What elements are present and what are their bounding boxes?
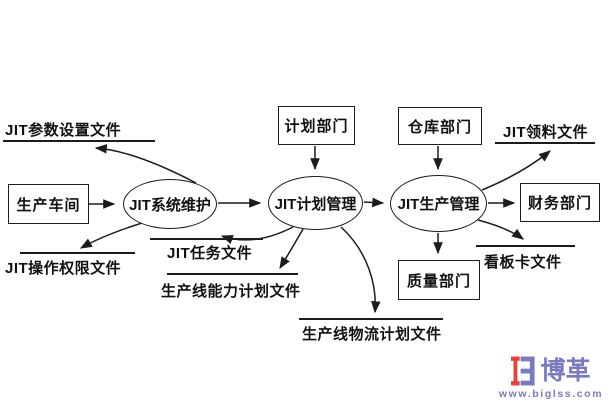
datastore-line-tasks: [150, 238, 263, 240]
process-jit-plan-management: JIT计划管理: [268, 176, 363, 230]
datastore-label-tasks: JIT任务文件: [167, 245, 253, 262]
datastore-label-kanban: 看板卡文件: [484, 254, 562, 271]
datastore-line-logistics: [299, 318, 443, 320]
datastore-label-permissions: JIT操作权限文件: [5, 260, 122, 277]
datastore-label-logistics: 生产线物流计划文件: [302, 326, 442, 343]
watermark: 博革 www.biglss.com: [492, 356, 610, 408]
datastore-line-params: [3, 140, 155, 142]
entity-planning-dept: 计划部门: [278, 106, 355, 145]
arrow-production-to-picking: [481, 150, 551, 191]
watermark-brand-text: 博革: [540, 356, 591, 385]
entity-quality-dept: 质量部门: [398, 260, 480, 300]
watermark-url-text: www.biglss.com: [498, 388, 604, 400]
biglss-logo-icon: [511, 356, 536, 386]
entity-workshop: 生产车间: [8, 184, 89, 224]
datastore-line-capacity: [167, 273, 298, 275]
entity-finance-dept: 财务部门: [520, 183, 600, 222]
arrow-planmgmt-to-logistics: [340, 226, 381, 314]
arrow-maintenance-to-params: [94, 144, 197, 184]
arrow-planmgmt-to-production: [363, 197, 385, 208]
arrow-production-to-kanban: [477, 219, 524, 240]
datastore-line-kanban: [476, 245, 575, 247]
datastore-line-picking: [495, 142, 595, 144]
arrow-maintenance-to-permissions: [79, 222, 143, 249]
entity-warehouse-dept: 仓库部门: [398, 107, 482, 145]
datastore-label-capacity: 生产线能力计划文件: [161, 283, 301, 300]
arrow-planmgmt-to-capacity: [279, 228, 304, 270]
datastore-label-params: JIT参数设置文件: [5, 122, 122, 139]
datastore-label-picking: JIT领料文件: [503, 124, 589, 141]
process-jit-production-management: JIT生产管理: [390, 175, 487, 232]
process-jit-system-maintenance: JIT系统维护: [123, 179, 217, 229]
datastore-line-permissions: [20, 252, 135, 254]
